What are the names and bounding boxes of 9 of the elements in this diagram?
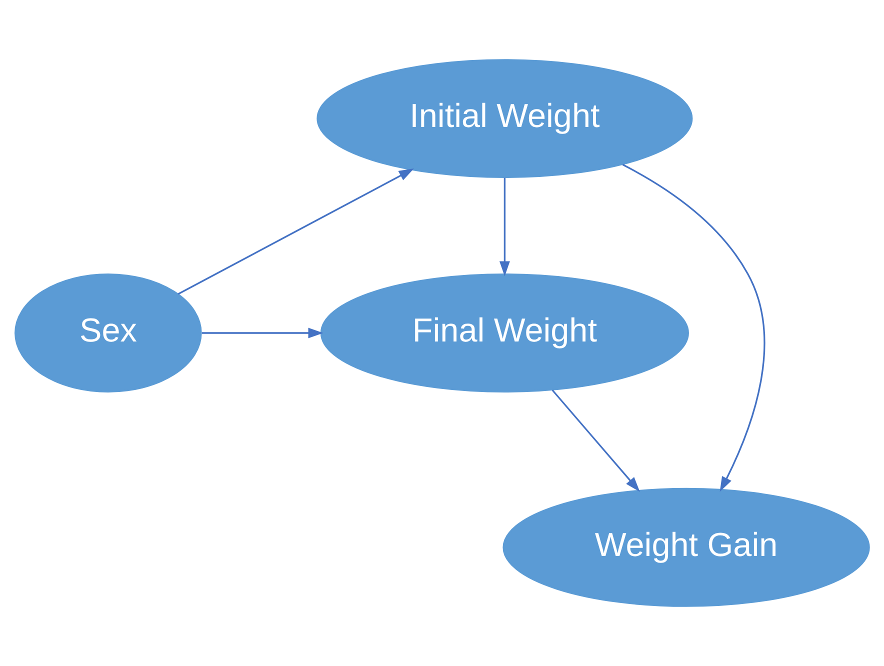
- arrow: [178, 168, 414, 295]
- arrow: [622, 164, 766, 492]
- arrow: [499, 178, 510, 276]
- arrow: [552, 390, 640, 492]
- node-ellipse: Sex: [14, 274, 202, 392]
- node-ellipse: Final Weight: [320, 274, 689, 392]
- node-ellipse: Weight Gain: [502, 488, 870, 607]
- node-ellipse: Initial Weight: [316, 59, 693, 178]
- arrow: [202, 328, 324, 338]
